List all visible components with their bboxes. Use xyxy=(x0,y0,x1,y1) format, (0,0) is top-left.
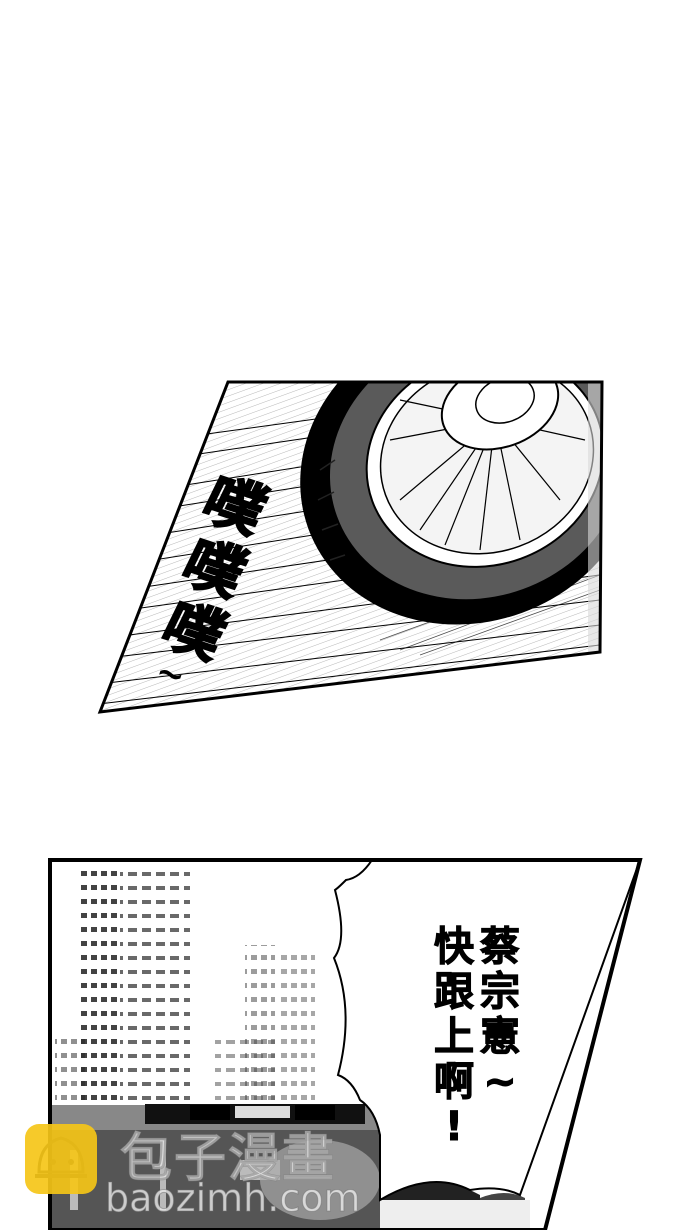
street-scene xyxy=(50,1104,530,1230)
panel-1 xyxy=(100,382,602,712)
panel-2 xyxy=(50,860,640,1230)
watermark-url: baozimh.com xyxy=(105,1176,361,1221)
speech-char: 跟 xyxy=(434,969,475,1015)
speech-line-2: 快 跟 上 啊 ! xyxy=(432,924,476,1150)
panel-2-border xyxy=(48,858,643,1230)
city-buildings xyxy=(55,865,315,1140)
speech-bubble-shape xyxy=(332,860,640,1202)
speech-char: 啊 xyxy=(434,1059,475,1105)
speech-char: 蔡 xyxy=(480,924,521,970)
speech-char: 宗 xyxy=(480,969,521,1015)
speech-line-1: 蔡 宗 憲 ~ xyxy=(478,924,522,1105)
speech-char: ! xyxy=(444,1104,464,1150)
speech-char: ~ xyxy=(483,1059,518,1105)
motorcycle-wheel xyxy=(300,382,602,625)
panel-1-border xyxy=(97,380,604,714)
speech-char: 憲 xyxy=(480,1014,521,1060)
speech-char: 快 xyxy=(434,924,475,970)
watermark-title: 包子漫畫 xyxy=(119,1129,337,1190)
watermark-logo-bg xyxy=(25,1124,97,1194)
speech-char: 上 xyxy=(434,1014,475,1060)
